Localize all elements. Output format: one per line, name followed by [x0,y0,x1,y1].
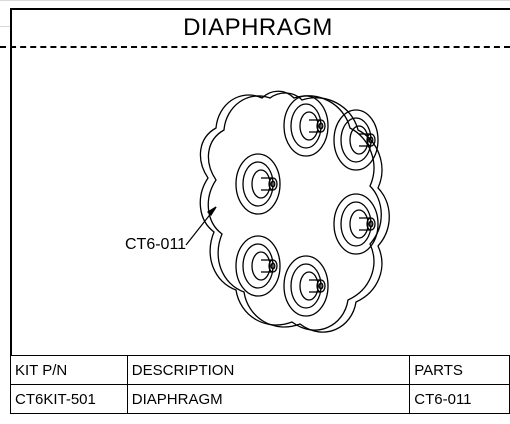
table-header-row: KIT P/N DESCRIPTION PARTS [10,355,510,385]
header-description: DESCRIPTION [126,355,411,385]
cell-kit-pn: CT6KIT-501 [10,384,128,414]
callout-label: CT6-011 [125,236,187,253]
callout-arrowhead [206,206,217,217]
grid-line [0,0,510,1]
header-parts: PARTS [409,355,510,385]
boss-2 [333,109,379,171]
dashed-separator [0,46,510,48]
boss-5 [235,235,281,297]
kit-table: KIT P/N DESCRIPTION PARTS CT6KIT-501 DIA… [10,355,510,414]
boss-6 [283,255,329,317]
table-row: CT6KIT-501 DIAPHRAGM CT6-011 [10,384,510,414]
cell-description: DIAPHRAGM [126,384,411,414]
header-kit-pn: KIT P/N [10,355,128,385]
diaphragm-outline-back [199,90,382,331]
drawing-area [10,48,510,355]
grid-line [0,26,10,27]
boss-3 [235,153,281,215]
diaphragm-outline-front [207,92,390,333]
boss-4 [333,193,379,255]
boss-1 [283,95,329,157]
cell-parts: CT6-011 [409,384,510,414]
title-box: DIAPHRAGM [10,8,510,46]
page-title: DIAPHRAGM [183,14,333,41]
